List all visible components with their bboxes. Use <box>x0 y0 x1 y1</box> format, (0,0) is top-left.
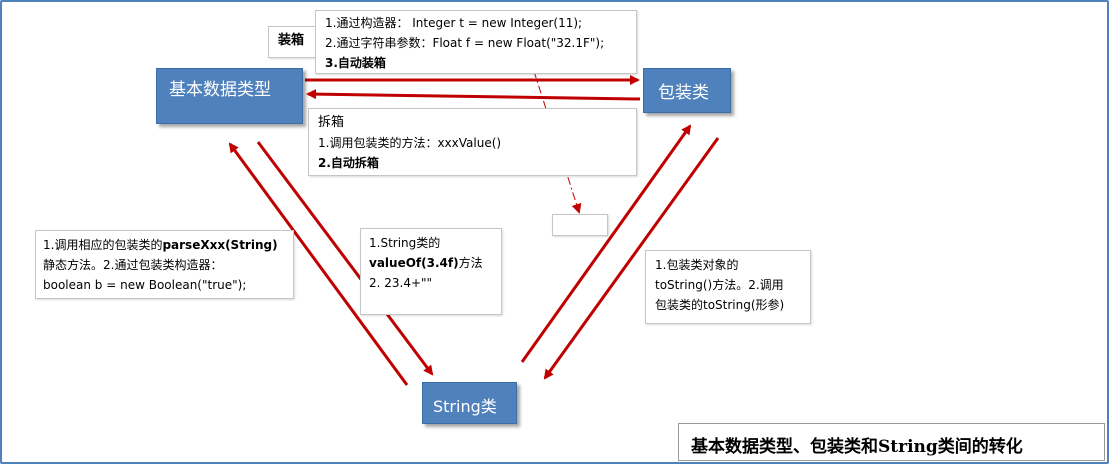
parse-line-1-bold: parseXxx(String) <box>162 238 278 252</box>
string-class-node[interactable]: String类 <box>422 382 517 424</box>
string-to-basic-arrow <box>228 142 409 386</box>
parse-line-2: 静态方法。2.通过包装类构造器： <box>43 258 223 272</box>
wrapper-to-string-arrow <box>543 137 720 380</box>
parse-line-1: 1.调用相应的包装类的parseXxx(String) <box>43 235 293 255</box>
basic-to-string-note: 1.String类的 valueOf(3.4f)方法 2. 23.4+"" <box>360 228 502 315</box>
valueof-line-2-suffix: 方法 <box>458 256 483 270</box>
boxing-label: 装箱 <box>268 26 316 58</box>
basic-type-node[interactable]: 基本数据类型 <box>156 68 303 124</box>
dash-dot-pointer <box>523 39 582 214</box>
diagram-caption: 基本数据类型、包装类和String类间的转化 <box>678 423 1105 461</box>
basic-to-string-arrow <box>256 141 434 376</box>
unboxing-line-2: 2.自动拆箱 <box>318 156 379 170</box>
tostring-line-2: toString()方法。2.调用 <box>655 278 784 292</box>
valueof-line-2: valueOf(3.4f)方法 <box>369 253 501 273</box>
string-to-basic-note: 1.调用相应的包装类的parseXxx(String) 静态方法。2.通过包装类… <box>35 230 294 299</box>
string-to-wrapper-arrow <box>520 124 692 363</box>
parse-line-1-prefix: 1.调用相应的包装类的 <box>43 238 163 252</box>
unboxing-label: 拆箱 <box>318 115 345 130</box>
valueof-line-1: 1.String类的 <box>369 236 441 250</box>
unboxing-line-1: 1.调用包装类的方法：xxxValue() <box>318 136 502 150</box>
boxing-line-2: 2.通过字符串参数：Float f = new Float("32.1F"); <box>325 36 605 50</box>
boxing-note: 1.通过构造器： Integer t = new Integer(11); 2.… <box>315 10 637 74</box>
unboxing-note: 拆箱 1.调用包装类的方法：xxxValue() 2.自动拆箱 <box>308 108 637 176</box>
unboxing-arrow <box>306 89 641 101</box>
empty-note-box <box>552 214 608 236</box>
wrapper-to-string-note: 1.包装类对象的 toString()方法。2.调用 包装类的toString(… <box>645 250 811 324</box>
boxing-line-3: 3.自动装箱 <box>325 56 386 70</box>
wrapper-class-node[interactable]: 包装类 <box>643 68 731 113</box>
valueof-line-3: 2. 23.4+"" <box>369 276 433 290</box>
tostring-line-1: 1.包装类对象的 <box>655 258 739 272</box>
boxing-line-1: 1.通过构造器： Integer t = new Integer(11); <box>325 16 583 30</box>
tostring-line-3: 包装类的toString(形参) <box>655 298 785 312</box>
valueof-line-2-bold: valueOf(3.4f) <box>369 256 459 270</box>
parse-line-3: boolean b = new Boolean("true"); <box>43 278 247 292</box>
